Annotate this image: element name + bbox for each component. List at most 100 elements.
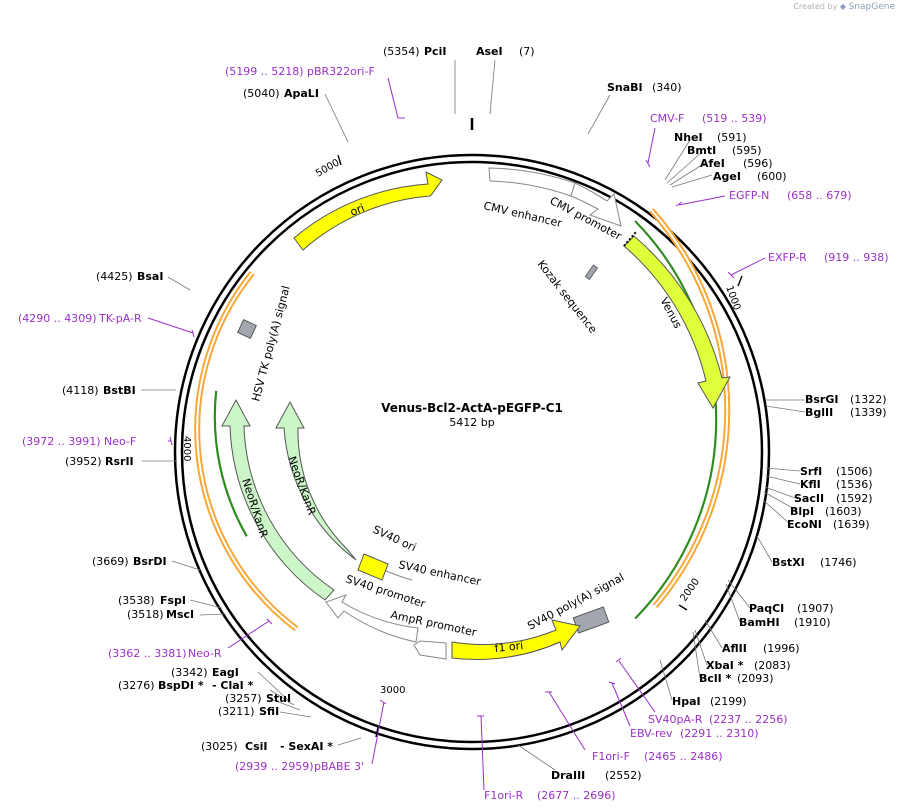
backbone-inner-ring [180, 160, 764, 744]
site-blpi-name: BlpI [790, 505, 814, 518]
plasmid-name: Venus-Bcl2-ActA-pEGFP-C1 [381, 401, 563, 415]
primer-exfp-r-range: (919 .. 938) [824, 251, 889, 264]
site-asei-name: AseI [476, 45, 503, 58]
sv40-ori-feature [357, 553, 389, 581]
site-bspdi-pos: (3276) [118, 679, 155, 692]
tick-label-5000: 5000 [314, 157, 342, 179]
f1-ori-label: f1 ori [494, 639, 524, 655]
tick-label-2000: 2000 [678, 577, 702, 604]
site-eagi-pos: (3342) [171, 666, 208, 679]
site-aflii-pos: (1996) [763, 642, 800, 655]
site-bsrdi-name: BsrDI [133, 555, 167, 568]
tick-5000 [337, 154, 342, 166]
site-econi-name: EcoNI [787, 518, 822, 531]
primer-pbabe3-name: pBABE 3' [314, 760, 364, 773]
primer-neo-r-name: Neo-R [188, 647, 222, 660]
ori-feature [293, 171, 443, 251]
site-aflii-name: AflII [722, 642, 747, 655]
green-band-left [213, 390, 248, 537]
site-stui-pos: (3257) [225, 692, 262, 705]
sv40-promoter-feature [325, 594, 419, 643]
site-snabi-pos: (340) [652, 81, 682, 94]
plasmid-length: 5412 bp [449, 416, 494, 429]
backbone-outer-ring [173, 153, 771, 751]
site-afei-pos: (596) [743, 157, 773, 170]
site-blpi-pos: (1603) [825, 505, 862, 518]
neor-inner-label: NeoR/KanR [285, 455, 318, 518]
primer-f1ori-f-range: (2465 .. 2486) [644, 750, 723, 763]
credit-brand: SnapGene [848, 2, 895, 12]
ampr-promoter-feature [413, 640, 447, 660]
site-fspi-pos: (3538) [118, 594, 155, 607]
site-bstxi-pos: (1746) [820, 556, 857, 569]
site-bstbi-pos: (4118) [62, 384, 99, 397]
site-bspdi-name: BspDI * [158, 679, 204, 692]
site-afei-name: AfeI [700, 157, 725, 170]
site-agei-pos: (600) [757, 170, 787, 183]
site-leaders [141, 59, 806, 771]
site-apali-name: ApaLI [284, 87, 319, 100]
site-bamhi-pos: (1910) [794, 616, 831, 629]
primer-egfp-n-name: EGFP-N [729, 189, 769, 202]
site-stui-name: StuI [266, 692, 291, 705]
site-srfi-pos: (1506) [836, 465, 873, 478]
primer-neo-f-range: (3972 .. 3991) [22, 435, 101, 448]
sv40-polya-box [572, 606, 610, 634]
primer-sv40pa-r-range: (2237 .. 2256) [709, 713, 788, 726]
site-bsai-name: BsaI [137, 270, 163, 283]
venus-feature [623, 235, 731, 410]
site-fspi-name: FspI [160, 594, 186, 607]
site-agei-name: AgeI [713, 170, 741, 183]
site-bglii-name: BglII [805, 406, 833, 419]
site-clai-name: - ClaI * [212, 679, 254, 692]
site-bsai-pos: (4425) [96, 270, 133, 283]
primer-markers [147, 77, 766, 791]
site-csi-name: CsiI [245, 740, 267, 753]
primer-f1ori-r-name: F1ori-R [484, 789, 524, 802]
venus-dotted-start [623, 231, 637, 247]
site-sacii-pos: (1592) [836, 492, 873, 505]
site-nhei-name: NheI [674, 131, 703, 144]
primer-f1ori-f-name: F1ori-F [592, 750, 630, 763]
site-pcii-name: PciI [424, 45, 446, 58]
site-pcii-pos: (5354) [383, 45, 420, 58]
site-srfi-name: SrfI [800, 465, 822, 478]
site-bcli-name: BclI * [699, 672, 732, 685]
site-apali-pos: (5040) [243, 87, 280, 100]
site-bglii-pos: (1339) [850, 406, 887, 419]
site-xbai-name: XbaI * [706, 659, 744, 672]
cmv-enhancer-feature [488, 167, 576, 197]
site-eagi-name: EagI [212, 666, 239, 679]
tick-1000 [737, 275, 743, 287]
site-bcli-pos: (2093) [737, 672, 774, 685]
site-sacii-name: SacII [794, 492, 824, 505]
site-nhei-pos: (591) [717, 131, 747, 144]
primer-cmv-f-range: (519 .. 539) [702, 112, 767, 125]
site-bmti-name: BmtI [687, 144, 716, 157]
primer-pbr322ori-f-range: (5199 .. 5218) [225, 65, 304, 78]
primer-tk-pa-r-range: (4290 .. 4309) [18, 312, 97, 325]
ori-label: ori [348, 201, 366, 218]
green-band-right [634, 220, 718, 620]
site-sfii-pos: (3211) [218, 705, 255, 718]
orange-band-right-core [650, 209, 729, 607]
site-draiii-pos: (2552) [605, 769, 642, 782]
site-bstxi-name: BstXI [772, 556, 805, 569]
tick-label-4000: 4000 [181, 436, 192, 461]
primer-pbabe3-range: (2939 .. 2959) [235, 760, 314, 773]
site-xbai-pos: (2083) [754, 659, 791, 672]
primer-pbr322ori-f-name: pBR322ori-F [307, 65, 375, 78]
site-paqci-pos: (1907) [797, 602, 834, 615]
site-draiii-name: DraIII [551, 769, 585, 782]
tick-2000 [678, 604, 688, 611]
cmv-promoter-feature [570, 182, 622, 227]
tick-label-3000: 3000 [380, 685, 405, 696]
site-bsrgi-name: BsrGI [805, 393, 838, 406]
site-bamhi-name: BamHI [739, 616, 780, 629]
sv40-promoter-label: SV40 promoter [344, 572, 427, 610]
kozak-box [584, 264, 599, 281]
primer-f1ori-r-range: (2677 .. 2696) [537, 789, 616, 802]
hsv-tk-label: HSV TK poly(A) signal [249, 284, 292, 402]
hsv-tk-box [237, 319, 257, 339]
